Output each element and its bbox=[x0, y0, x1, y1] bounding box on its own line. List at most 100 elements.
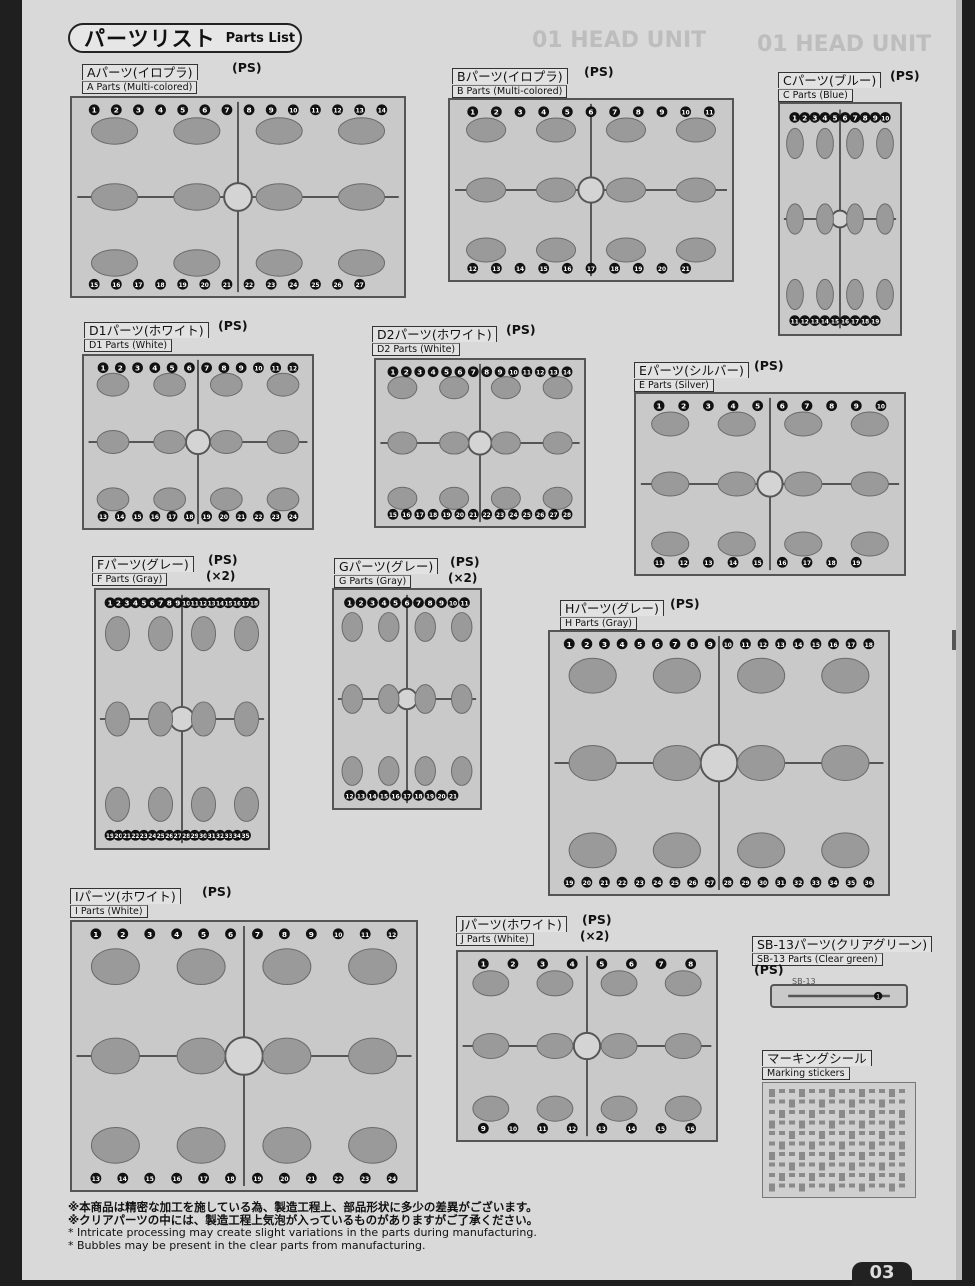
sprue-part bbox=[816, 127, 834, 160]
part-number-badge bbox=[424, 597, 436, 608]
sticker-mark bbox=[859, 1099, 865, 1104]
part-number-badge bbox=[810, 876, 822, 888]
part-number-label: 1 bbox=[107, 599, 112, 608]
part-number-badge bbox=[537, 958, 548, 970]
sprue-part bbox=[209, 372, 243, 397]
part-number-badge bbox=[829, 315, 841, 326]
sprue-part bbox=[784, 471, 823, 497]
runner-i-name-jp: Iパーツ(ホワイト) bbox=[70, 888, 181, 904]
part-number-label: 10 bbox=[254, 367, 262, 373]
part-number-label: 2 bbox=[118, 364, 123, 373]
sticker-mark bbox=[809, 1152, 815, 1156]
part-number-label: 1 bbox=[876, 995, 880, 1001]
part-number-badge bbox=[400, 366, 412, 378]
part-number-label: 5 bbox=[393, 599, 398, 608]
part-number-badge bbox=[669, 876, 681, 888]
part-number-badge bbox=[332, 1172, 344, 1184]
sprue-part bbox=[652, 657, 701, 694]
part-number-label: 31 bbox=[208, 834, 216, 840]
runner-d1-material: (PS) bbox=[218, 318, 248, 333]
part-number-label: 14 bbox=[116, 515, 124, 521]
part-number-label: 12 bbox=[289, 367, 297, 373]
runner-e-label: Eパーツ(シルバー) E Parts (Silver) (PS) bbox=[634, 358, 784, 392]
part-number-label: 17 bbox=[587, 267, 595, 273]
sticker-mark bbox=[819, 1099, 825, 1108]
sprue-part bbox=[490, 376, 521, 400]
part-number-badge bbox=[287, 510, 299, 522]
part-number-label: 18 bbox=[861, 320, 869, 326]
part-number-badge bbox=[616, 876, 628, 888]
part-number-badge bbox=[305, 1172, 317, 1184]
part-number-badge bbox=[231, 829, 243, 841]
part-number-badge bbox=[376, 104, 388, 116]
part-number-badge bbox=[287, 362, 299, 374]
part-number-label: 33 bbox=[225, 834, 233, 840]
part-number-label: 24 bbox=[289, 515, 297, 521]
sprue-part bbox=[387, 486, 418, 510]
part-number-label: 5 bbox=[444, 368, 449, 377]
part-number-badge bbox=[332, 104, 343, 116]
part-number-badge bbox=[776, 400, 788, 412]
part-number-label: 5 bbox=[755, 402, 760, 411]
part-number-label: 10 bbox=[881, 116, 889, 122]
sticker-mark bbox=[779, 1173, 785, 1181]
part-number-label: 16 bbox=[173, 1177, 181, 1183]
part-number-label: 13 bbox=[92, 1177, 100, 1183]
sticker-mark bbox=[799, 1152, 805, 1160]
runner-sb13-material: (PS) bbox=[754, 962, 784, 977]
sticker-mark bbox=[889, 1120, 895, 1129]
part-number-label: 4 bbox=[431, 368, 436, 377]
sticker-mark bbox=[799, 1099, 805, 1104]
part-number-label: 18 bbox=[865, 643, 873, 649]
part-number-badge bbox=[792, 876, 804, 888]
part-number-badge bbox=[177, 104, 189, 116]
sticker-mark bbox=[769, 1131, 775, 1135]
sticker-mark bbox=[769, 1183, 775, 1192]
runner-i-label: Iパーツ(ホワイト) I Parts (White) (PS) bbox=[70, 884, 232, 918]
part-number-badge bbox=[467, 106, 479, 118]
part-number-badge bbox=[757, 638, 769, 650]
part-number-label: 10 bbox=[509, 1127, 517, 1133]
sticker-mark bbox=[869, 1110, 875, 1118]
part-number-badge bbox=[138, 829, 150, 841]
part-number-label: 35 bbox=[241, 834, 249, 840]
part-number-label: 3 bbox=[812, 113, 817, 122]
part-number-label: 9 bbox=[269, 106, 274, 115]
part-number-badge bbox=[390, 790, 401, 801]
runner-f-material: (PS) bbox=[208, 552, 238, 567]
sprue-part bbox=[784, 531, 823, 557]
part-number-label: 16 bbox=[402, 513, 410, 519]
part-number-label: 2 bbox=[510, 960, 515, 969]
part-number-label: 23 bbox=[272, 515, 280, 521]
part-number-badge bbox=[441, 366, 452, 378]
part-number-label: 27 bbox=[550, 513, 558, 519]
part-number-badge bbox=[447, 597, 459, 608]
part-number-badge bbox=[378, 790, 390, 801]
sticker-mark bbox=[879, 1110, 885, 1114]
part-number-label: 25 bbox=[671, 881, 679, 887]
sprue-part bbox=[233, 616, 260, 652]
part-number-badge bbox=[114, 362, 126, 374]
part-number-badge bbox=[563, 638, 575, 650]
part-number-label: 9 bbox=[873, 113, 878, 122]
runner-d2-name-jp: D2パーツ(ホワイト) bbox=[372, 326, 497, 342]
sticker-mark bbox=[769, 1162, 775, 1167]
part-number-badge bbox=[166, 362, 178, 374]
part-number-label: 22 bbox=[618, 881, 626, 887]
sticker-mark bbox=[849, 1110, 855, 1114]
sticker-mark bbox=[809, 1131, 815, 1135]
sprue-part bbox=[176, 1037, 226, 1075]
sticker-mark bbox=[899, 1152, 905, 1156]
sprue-part bbox=[176, 1126, 226, 1164]
sticker-mark bbox=[769, 1120, 775, 1129]
part-number-label: 5 bbox=[599, 960, 604, 969]
part-number-label: 14 bbox=[563, 371, 571, 377]
sprue-part bbox=[717, 411, 756, 437]
part-number-label: 17 bbox=[403, 794, 411, 800]
part-number-label: 8 bbox=[427, 599, 432, 608]
sprue-part bbox=[542, 486, 573, 510]
part-number-label: 34 bbox=[233, 834, 241, 840]
